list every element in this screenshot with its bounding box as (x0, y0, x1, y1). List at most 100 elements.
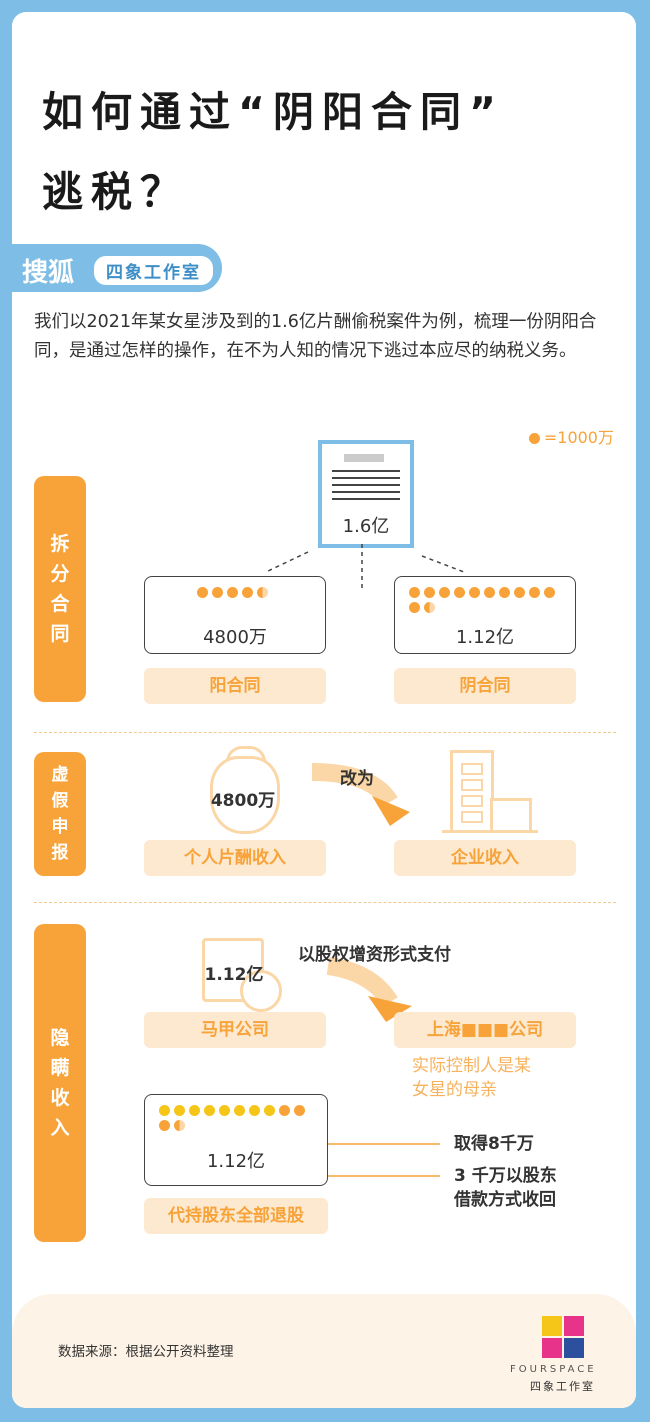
yang-contract-box: 4800万 (144, 576, 326, 654)
logo-subtitle: 四象工作室 (530, 1380, 595, 1393)
value-dot (514, 587, 525, 598)
doc-line (332, 484, 400, 486)
intro-text: 我们以2021年某女星涉及到的1.6亿片酬偷税案件为例，梳理一份阴阳合同，是通过… (34, 312, 597, 361)
value-dot (439, 587, 450, 598)
yin-dots (409, 587, 569, 613)
hidden-income-amount: 1.12亿 (206, 1151, 266, 1172)
yin-amount: 1.12亿 (455, 627, 515, 648)
doc-line (332, 498, 400, 500)
value-dot (227, 587, 238, 598)
footer (12, 1294, 636, 1408)
value-dot (197, 587, 208, 598)
loan-line: 借款方式收回 (454, 1190, 556, 1210)
brand-tag: 四象工作室 (94, 256, 213, 285)
obtained-text: 取得8千万 (454, 1134, 534, 1154)
value-dot (159, 1105, 170, 1116)
loan-text: 3 千万以股东 借款方式收回 (454, 1164, 557, 1212)
window (461, 795, 483, 807)
value-dot (212, 587, 223, 598)
controller-note: 实际控制人是某 女星的母亲 (412, 1054, 531, 1102)
value-dot (189, 1105, 200, 1116)
yin-contract-box: 1.12亿 (394, 576, 576, 654)
value-dot (499, 587, 510, 598)
side-char: 申 (51, 817, 69, 837)
invoice-amount: 1.12亿 (204, 965, 264, 985)
side-label-split-contract: 拆 分 合 同 (34, 476, 86, 702)
legend: =1000万 (528, 424, 614, 448)
value-dot (219, 1105, 230, 1116)
value-dot (409, 602, 420, 613)
contract-amount: 1.6亿 (342, 516, 390, 537)
side-char: 隐 (50, 1027, 70, 1049)
side-char: 拆 (50, 533, 70, 555)
building-annex-icon (490, 798, 532, 833)
ground-line (442, 830, 538, 833)
value-dot (159, 1120, 170, 1131)
side-label-false-report: 虚 假 申 报 (34, 752, 86, 876)
sohu-logo: 搜狐 (22, 258, 75, 288)
value-dot (529, 587, 540, 598)
yin-contract-label: 阴合同 (394, 668, 576, 704)
enterprise-income-label: 企业收入 (394, 840, 576, 876)
bag-amount: 4800万 (210, 791, 276, 811)
doc-line (332, 470, 400, 472)
side-char: 收 (50, 1087, 70, 1109)
value-dot (424, 587, 435, 598)
value-dot (204, 1105, 215, 1116)
hidden-income-dots (159, 1105, 319, 1131)
yang-dots (197, 587, 287, 598)
infographic-card: 如何通过“阴阳合同” 逃税？ 搜狐 四象工作室 我们以2021年某女星涉及到的1… (12, 12, 636, 1408)
shanghai-company-label: 上海■■■公司 (394, 1012, 576, 1048)
loan-line: 3 千万以股东 (454, 1166, 557, 1186)
value-dot (409, 587, 420, 598)
title-line-1: 如何通过“阴阳合同” (42, 88, 504, 136)
value-dot-partial (174, 1120, 185, 1131)
value-dot (234, 1105, 245, 1116)
title-line-2: 逃税？ (42, 168, 189, 216)
doc-header-bar (344, 454, 384, 462)
side-char: 合 (50, 593, 70, 615)
value-dot (294, 1105, 305, 1116)
money-bag-icon (210, 756, 280, 834)
foursquare-puzzle-logo-icon (542, 1316, 584, 1358)
note-line: 实际控制人是某 (412, 1056, 531, 1076)
change-to-text: 改为 (340, 769, 374, 789)
value-dot (249, 1105, 260, 1116)
contract-document-icon: 1.6亿 (318, 440, 414, 548)
building-icon (450, 750, 494, 833)
window (461, 763, 483, 775)
side-char: 虚 (51, 765, 69, 785)
doc-line (332, 491, 400, 493)
brand-banner: 搜狐 四象工作室 (12, 244, 222, 292)
title-block: 如何通过“阴阳合同” 逃税？ (12, 12, 636, 244)
value-dot (469, 587, 480, 598)
value-dot (264, 1105, 275, 1116)
side-char: 分 (50, 563, 70, 585)
pay-method-text: 以股权增资形式支付 (298, 945, 451, 965)
value-dot (242, 587, 253, 598)
logo-wordmark: FOURSPACE (510, 1364, 597, 1375)
data-source: 数据来源：根据公开资料整理 (58, 1344, 234, 1360)
window (461, 811, 483, 823)
side-label-hide-income: 隐 瞒 收 入 (34, 924, 86, 1242)
side-char: 瞒 (50, 1057, 70, 1079)
side-char: 假 (51, 791, 69, 811)
page-title: 如何通过“阴阳合同” 逃税？ (42, 72, 622, 232)
value-dot (544, 587, 555, 598)
yang-contract-label: 阳合同 (144, 668, 326, 704)
hidden-income-box: 1.12亿 (144, 1094, 328, 1186)
exit-shareholder-label: 代持股东全部退股 (144, 1198, 328, 1234)
value-dot (174, 1105, 185, 1116)
value-dot (279, 1105, 290, 1116)
side-char: 入 (50, 1117, 70, 1139)
window (461, 779, 483, 791)
value-dot-partial (424, 602, 435, 613)
value-dot-partial (257, 587, 268, 598)
personal-income-label: 个人片酬收入 (144, 840, 326, 876)
yang-amount: 4800万 (203, 627, 267, 648)
note-line: 女星的母亲 (412, 1080, 497, 1100)
value-dot (454, 587, 465, 598)
shell-company-label: 马甲公司 (144, 1012, 326, 1048)
coin-icon (240, 970, 282, 1012)
doc-line (332, 477, 400, 479)
